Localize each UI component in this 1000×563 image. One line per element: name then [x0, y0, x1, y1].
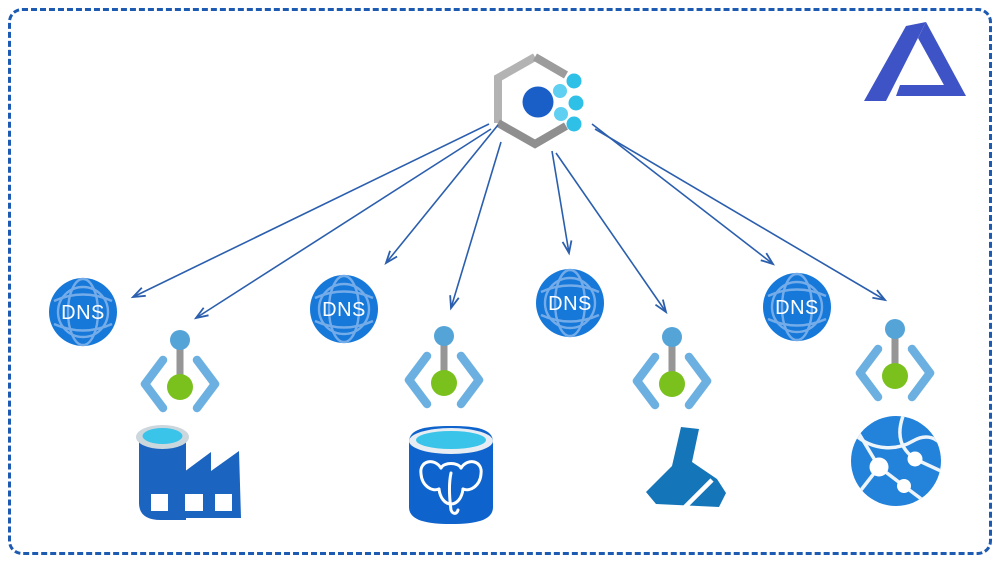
connector-arrows — [130, 123, 888, 320]
arrow-to-dns-3 — [551, 150, 573, 256]
arrow-to-pipelines-2 — [449, 141, 502, 311]
data-lake-icon — [646, 427, 726, 510]
arrow-to-pipelines-4 — [594, 128, 888, 302]
dns-zone-icon: DNS — [310, 274, 378, 344]
left-bracket-icon — [632, 352, 660, 410]
dns-label: DNS — [322, 299, 366, 321]
azure-logo-icon — [864, 22, 966, 101]
arrow-to-pipelines-1 — [193, 128, 492, 320]
right-bracket-icon — [456, 351, 484, 409]
left-bracket-icon — [855, 344, 883, 402]
dns-label: DNS — [61, 302, 105, 324]
arrow-to-dns-2 — [384, 124, 499, 265]
dns-label: DNS — [548, 293, 592, 315]
dns-zone-icon: DNS — [536, 268, 604, 338]
container-registry-icon — [494, 53, 584, 149]
elephant-outline-icon — [419, 460, 483, 515]
left-bracket-icon — [404, 351, 432, 409]
arrow-to-dns-1 — [130, 123, 490, 299]
right-bracket-icon — [907, 344, 935, 402]
arrow-to-pipelines-3 — [555, 152, 668, 315]
azure-pipelines-icon — [855, 319, 935, 402]
data-factory-icon — [136, 425, 241, 520]
azure-pipelines-icon — [632, 327, 712, 410]
azure-pipelines-icon — [140, 330, 220, 413]
arrow-to-dns-4 — [591, 123, 776, 266]
right-bracket-icon — [192, 355, 220, 413]
right-bracket-icon — [684, 352, 712, 410]
hub-circle — [522, 86, 554, 118]
postgresql-icon — [409, 426, 493, 524]
left-bracket-icon — [140, 355, 168, 413]
azure-pipelines-icon — [404, 326, 484, 409]
dns-label: DNS — [775, 297, 819, 319]
dns-zone-icon: DNS — [763, 272, 831, 342]
service-map-icon — [851, 416, 941, 506]
dns-zone-icon: DNS — [49, 277, 117, 347]
